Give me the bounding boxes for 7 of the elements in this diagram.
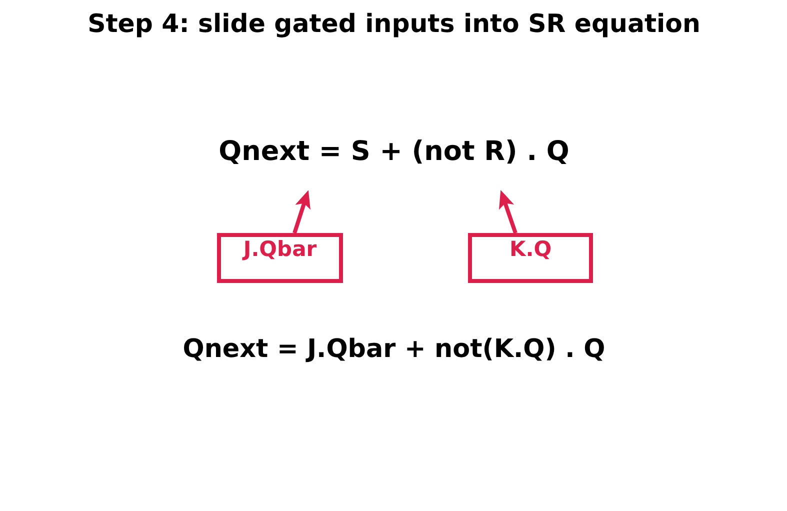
gated-input-box: K.Q — [468, 233, 593, 283]
diagram-title: Step 4: slide gated inputs into SR equation — [88, 10, 700, 39]
arrow — [498, 190, 518, 234]
gated-input-box: J.Qbar — [217, 233, 343, 283]
equation-text: Qnext = J.Qbar + not(K.Q) . Q — [182, 334, 606, 364]
equation-text: Qnext = S + (not R) . Q — [218, 136, 570, 168]
arrow — [292, 190, 310, 234]
